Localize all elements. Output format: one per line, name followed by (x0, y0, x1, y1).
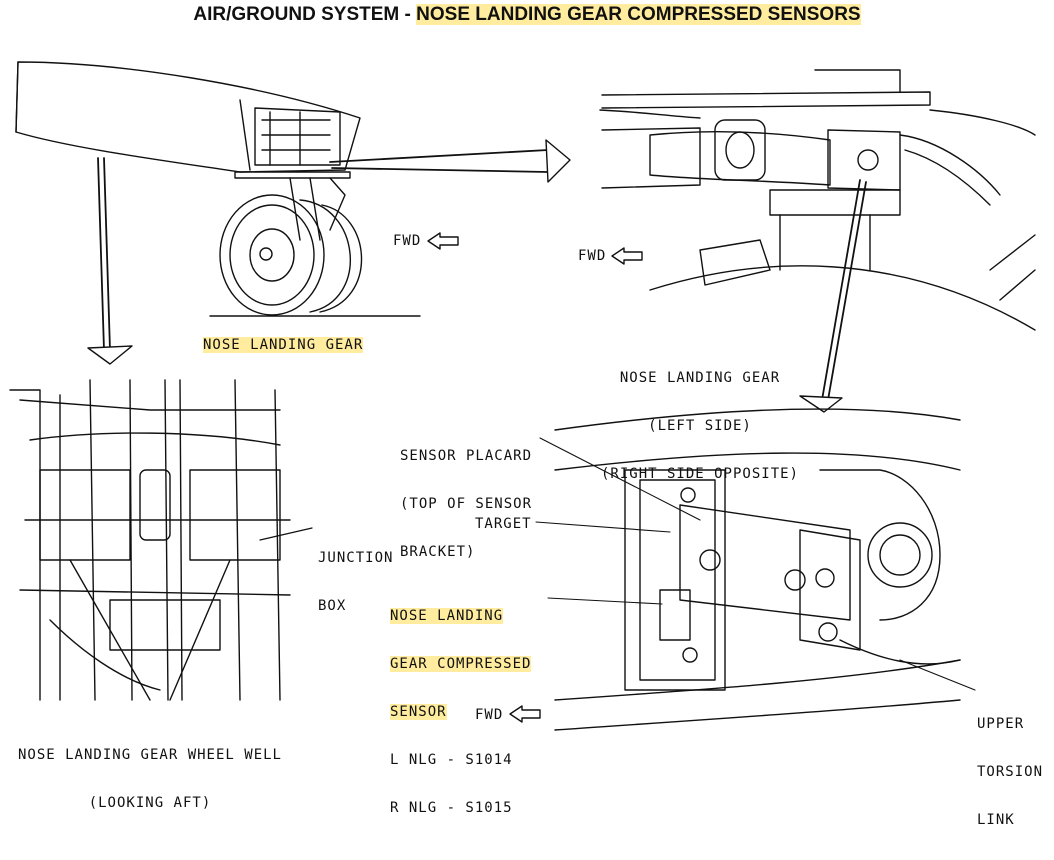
line-art (9, 61, 1036, 731)
page-title: AIR/GROUND SYSTEM - NOSE LANDING GEAR CO… (0, 4, 1054, 26)
fwd-label: FWD (475, 707, 504, 723)
fwd-arrow-icon (611, 247, 643, 265)
compressed-sensor-line: GEAR COMPRESSED (390, 656, 532, 672)
title-prefix: AIR/GROUND SYSTEM - (193, 4, 417, 25)
upper-torsion-link-line: TORSION (977, 764, 1044, 780)
compressed-sensor-label: NOSE LANDING GEAR COMPRESSED SENSOR L NL… (390, 576, 532, 848)
nose-gear-label: NOSE LANDING GEAR (203, 337, 364, 353)
wheel-well-caption-line: (LOOKING AFT) (88, 795, 212, 811)
left-side-caption-line: NOSE LANDING GEAR (619, 370, 781, 386)
left-side-caption-line: (LEFT SIDE) (648, 418, 752, 434)
sensor-left-id: L NLG - S1014 (390, 752, 513, 768)
compressed-sensor-line: NOSE LANDING (390, 608, 504, 624)
fwd-label: FWD (578, 248, 607, 264)
sensor-placard-label: SENSOR PLACARD (TOP OF SENSOR BRACKET) (400, 416, 532, 592)
junction-box-line: BOX (318, 598, 347, 614)
upper-torsion-link-label: UPPER TORSION LINK (977, 684, 1043, 860)
target-label: TARGET (475, 516, 532, 532)
sensor-placard-line: (TOP OF SENSOR (400, 496, 533, 512)
left-side-caption-line: (RIGHT SIDE OPPOSITE) (600, 466, 799, 482)
wheel-well-caption: NOSE LANDING GEAR WHEEL WELL (LOOKING AF… (0, 715, 300, 843)
fwd-arrow-icon (509, 705, 541, 723)
nose-gear-illustration (15, 61, 571, 365)
sensor-placard-line: SENSOR PLACARD (400, 448, 533, 464)
sensor-right-id: R NLG - S1015 (390, 800, 513, 816)
sensor-detail-illustration (535, 408, 976, 731)
upper-torsion-link-line: LINK (977, 812, 1015, 828)
title-highlight: NOSE LANDING GEAR COMPRESSED SENSORS (416, 4, 861, 25)
wheel-well-illustration (9, 379, 313, 701)
sensor-placard-line: BRACKET) (400, 544, 476, 560)
left-side-caption: NOSE LANDING GEAR (LEFT SIDE) (RIGHT SID… (585, 338, 815, 514)
junction-box-label: JUNCTION BOX (318, 518, 393, 646)
fwd-arrow-icon (427, 232, 459, 250)
gear-left-side-illustration (599, 69, 1036, 413)
upper-torsion-link-line: UPPER (977, 716, 1025, 732)
wheel-well-caption-line: NOSE LANDING GEAR WHEEL WELL (17, 747, 282, 763)
fwd-label: FWD (393, 233, 422, 249)
diagram-stage: AIR/GROUND SYSTEM - NOSE LANDING GEAR CO… (0, 4, 1054, 828)
compressed-sensor-line: SENSOR (390, 704, 447, 720)
junction-box-line: JUNCTION (318, 550, 394, 566)
